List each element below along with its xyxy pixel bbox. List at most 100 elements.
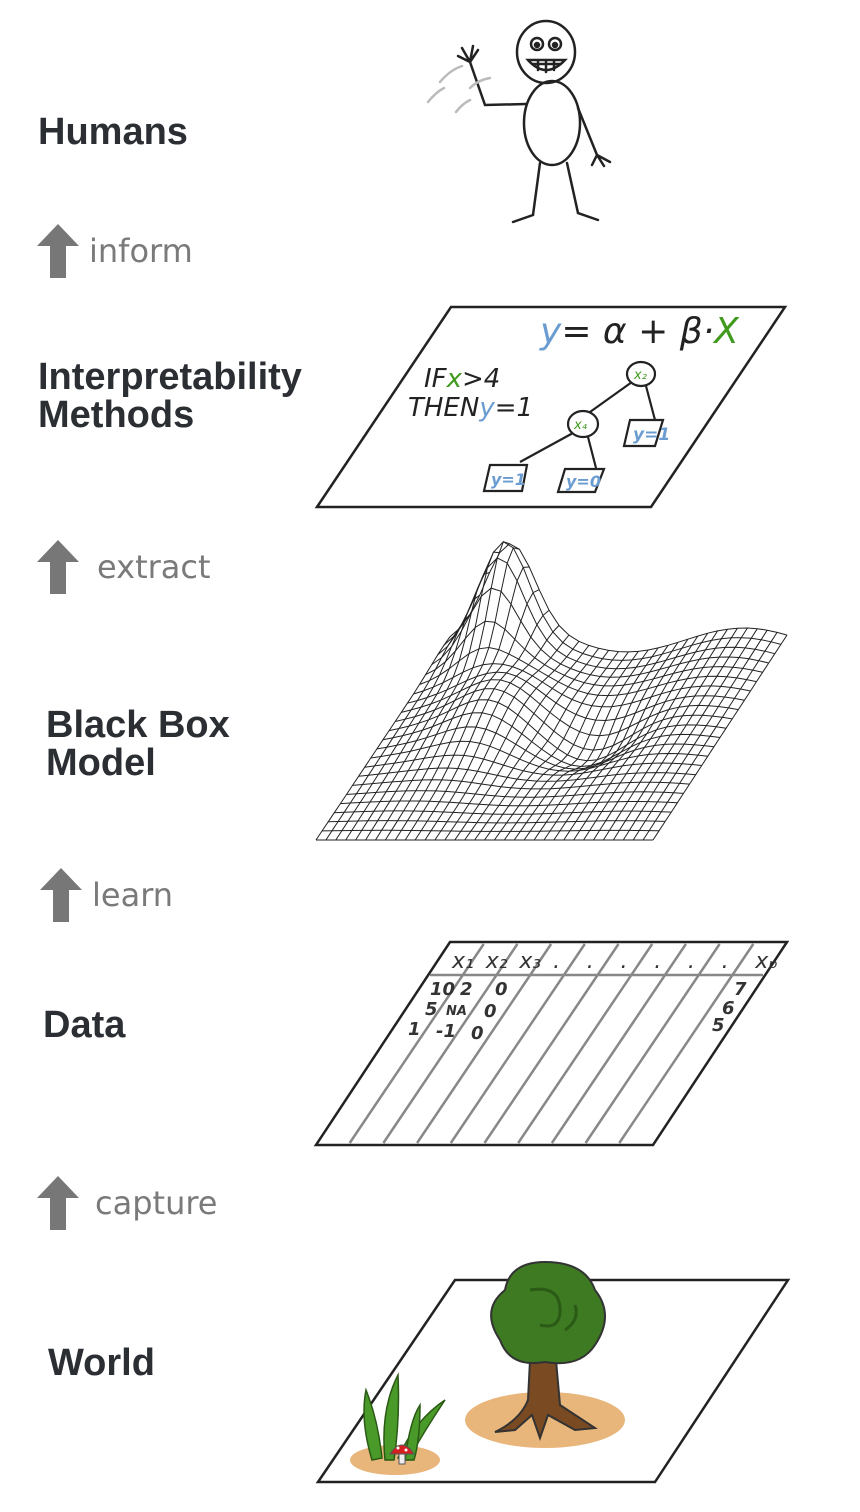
table-column-header: . [553, 949, 560, 974]
mesh-line [384, 547, 520, 841]
table-column-divider [416, 943, 553, 1144]
step-label: extract [97, 548, 211, 586]
mesh-line [325, 627, 461, 841]
table-column-header: . [587, 949, 594, 974]
mesh-line [553, 638, 689, 841]
mesh-line [583, 630, 719, 841]
black-box-mesh-surface [315, 541, 788, 841]
mesh-line [474, 650, 610, 841]
level-label-methods: Interpretability Methods [38, 358, 302, 434]
level-label-model: Black Box Model [46, 706, 230, 782]
decision-tree [482, 360, 665, 494]
table-column-divider [483, 943, 620, 1144]
step-capture: capture [35, 1174, 217, 1232]
tree-icon [490, 1260, 606, 1442]
mesh-line [493, 651, 629, 841]
table-column-header: x₃ [518, 949, 541, 974]
plant-icon [363, 1372, 446, 1461]
mesh-line [632, 629, 768, 841]
table-column-header: . [621, 949, 628, 974]
mushroom-icon [389, 1444, 415, 1465]
cell: 5 [712, 1015, 725, 1036]
mesh-line [355, 572, 490, 841]
up-arrow-icon [37, 1176, 79, 1230]
level-label-world: World [48, 1342, 155, 1384]
data-values: 10 5 1 2 NA -1 0 0 0 7 6 5 [408, 979, 747, 1044]
cell: 0 [495, 979, 508, 1000]
mesh-line [394, 566, 530, 841]
level-label-data: Data [43, 1004, 126, 1046]
cell: 5 [425, 999, 438, 1020]
mesh-line [434, 634, 570, 841]
model-line2: Model [46, 742, 156, 784]
step-inform: inform [35, 222, 193, 280]
mesh-line [424, 625, 560, 841]
stick-figure-human [426, 19, 612, 224]
methods-panel: y= α + β·X IFx>4 THENy=1 x₂ x₄ y=1 y=1 y… [314, 305, 788, 509]
table-column-divider [584, 943, 721, 1144]
table-column-divider [550, 943, 687, 1144]
cell: -1 [436, 1021, 456, 1042]
equation: y= α + β·X [539, 311, 740, 352]
methods-line1: Interpretability [38, 356, 302, 398]
table-column-header: x₁ [451, 949, 474, 974]
up-arrow-icon [37, 224, 79, 278]
table-column-divider [517, 943, 654, 1144]
mesh-line [335, 614, 471, 841]
mesh-line [414, 609, 550, 841]
mesh-line [652, 634, 788, 841]
table-column-divider [382, 943, 519, 1144]
cell: 2 [460, 979, 473, 1000]
table-column-header: xₚ [754, 949, 777, 974]
up-arrow-icon [40, 868, 82, 922]
tree-root-node: x₂ [633, 368, 647, 383]
mesh-line [543, 642, 679, 841]
step-label: capture [95, 1184, 218, 1222]
mesh-line [388, 699, 727, 762]
cell: 7 [734, 979, 747, 1000]
world-panel [315, 1260, 791, 1484]
tree-leaf-right: y=1 [633, 425, 670, 445]
mesh-line [404, 589, 540, 841]
mesh-line [443, 541, 782, 661]
rule-then: THENy=1 [408, 393, 533, 423]
mesh-line [484, 651, 619, 841]
methods-line2: Methods [38, 394, 195, 436]
mesh-line [573, 632, 709, 841]
up-arrow-icon [37, 540, 79, 594]
cell: 1 [408, 1019, 421, 1040]
mesh-line [345, 594, 481, 841]
table-column-header: . [654, 949, 661, 974]
mesh-line [464, 648, 600, 841]
mesh-line [602, 627, 738, 841]
table-column-divider [348, 943, 485, 1144]
mesh-line [375, 541, 510, 841]
mesh-line [622, 628, 758, 841]
table-column-header: . [722, 949, 729, 974]
mesh-line [365, 551, 500, 841]
mesh-line [642, 632, 778, 841]
cell: 0 [471, 1023, 484, 1044]
table-column-header: x₂ [485, 949, 508, 974]
cell: 10 [430, 979, 455, 1000]
step-label: learn [92, 876, 174, 914]
step-extract: extract [35, 538, 211, 596]
mesh-line [612, 627, 748, 841]
mesh-line [513, 649, 649, 841]
cell: NA [446, 1004, 467, 1019]
cell: 0 [484, 1001, 497, 1022]
rule-if: IFx>4 [424, 364, 500, 394]
mesh-line [444, 640, 580, 841]
step-learn: learn [38, 866, 173, 924]
tree-leaf-mid: y=0 [566, 472, 601, 491]
step-label: inform [89, 232, 193, 270]
tree-leaf-left: y=1 [491, 470, 526, 489]
mesh-line [454, 645, 590, 841]
mesh-line [315, 636, 451, 841]
table-column-divider [618, 943, 755, 1144]
mesh-line [523, 647, 659, 841]
mesh-line [533, 645, 669, 841]
level-label-humans: Humans [38, 111, 188, 153]
